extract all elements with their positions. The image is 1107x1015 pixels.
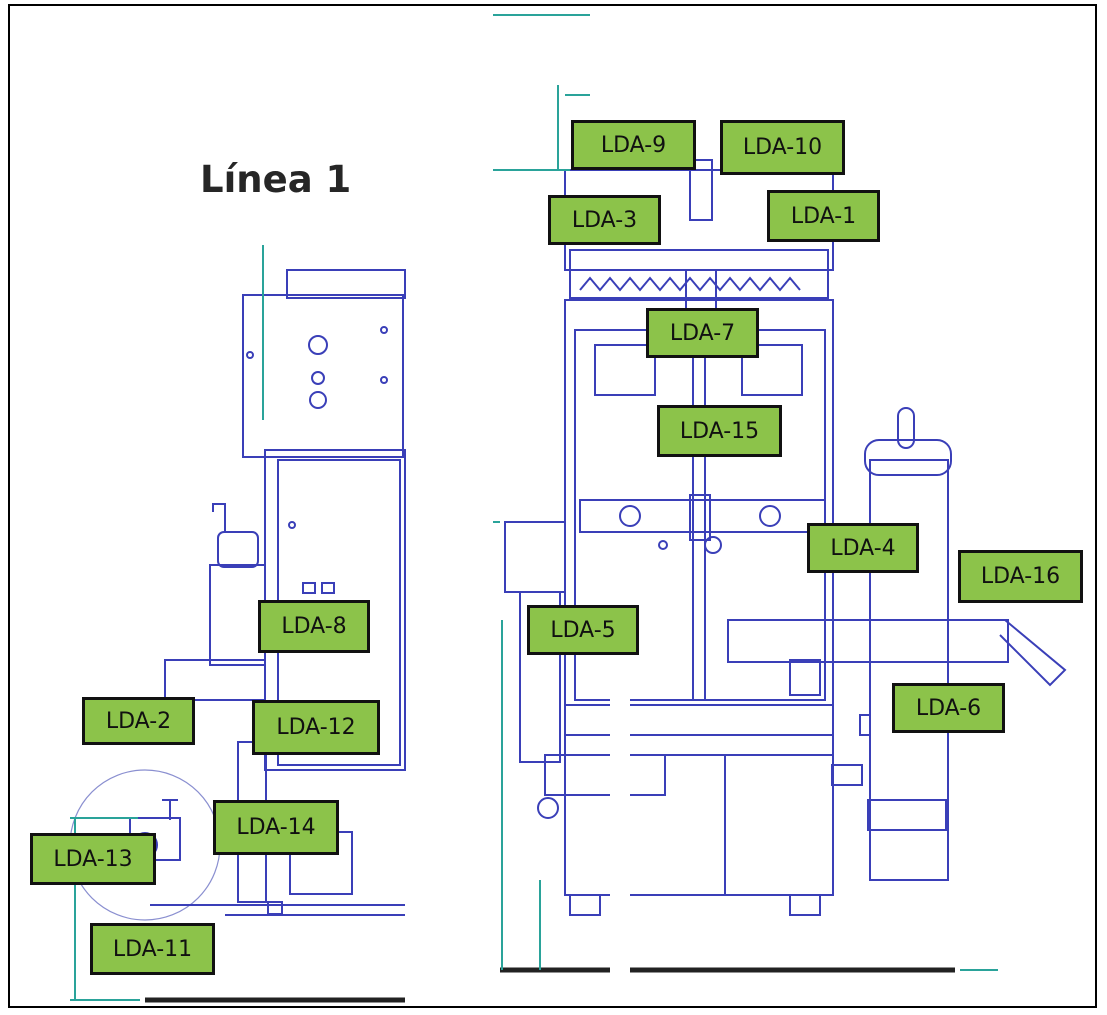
label-lda-6: LDA-6 (892, 683, 1005, 733)
label-lda-9: LDA-9 (571, 120, 696, 170)
diagram-frame (8, 4, 1097, 1008)
label-lda-4: LDA-4 (807, 523, 919, 573)
label-lda-8: LDA-8 (258, 600, 370, 653)
label-lda-2: LDA-2 (82, 697, 195, 745)
label-lda-14: LDA-14 (213, 800, 339, 855)
label-lda-11: LDA-11 (90, 923, 215, 975)
label-lda-3: LDA-3 (548, 195, 661, 245)
ground-lines (145, 967, 955, 1003)
right-machine-drawing (504, 159, 1067, 916)
drawing-gap (610, 680, 630, 920)
label-lda-15: LDA-15 (657, 405, 782, 457)
label-lda-10: LDA-10 (720, 120, 845, 175)
label-lda-16: LDA-16 (958, 550, 1083, 603)
line-title: Línea 1 (200, 158, 352, 201)
label-lda-12: LDA-12 (252, 700, 380, 755)
label-lda-7: LDA-7 (646, 308, 759, 358)
label-lda-13: LDA-13 (30, 833, 156, 885)
label-lda-5: LDA-5 (527, 605, 639, 655)
label-lda-1: LDA-1 (767, 190, 880, 242)
